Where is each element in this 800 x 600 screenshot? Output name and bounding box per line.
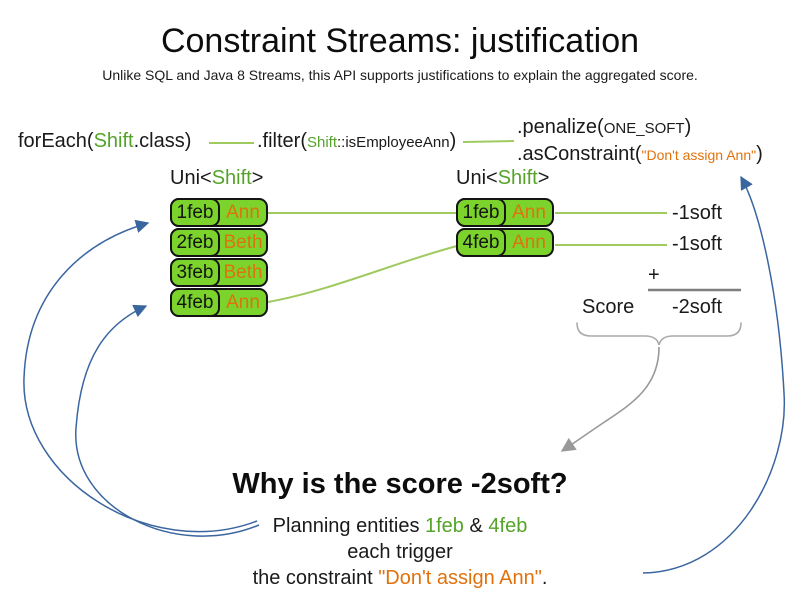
code-filter: .filter(Shift::isEmployeeAnn) bbox=[257, 130, 456, 153]
explanation-line3-post: . bbox=[541, 567, 548, 589]
table-row: 3feb Beth bbox=[170, 258, 268, 287]
code-asconstraint-pre: .asConstraint( bbox=[517, 143, 642, 165]
code-penalize-arg: ONE_SOFT bbox=[603, 120, 685, 137]
table-row: 2feb Beth bbox=[170, 228, 268, 257]
explanation-line3: the constraint "Don't assign Ann". bbox=[0, 565, 800, 591]
code-asconstraint-post: ) bbox=[756, 143, 763, 165]
code-foreach: forEach(Shift.class) bbox=[18, 130, 191, 153]
code-foreach-pre: forEach( bbox=[18, 130, 94, 152]
row-date: 4feb bbox=[456, 228, 506, 257]
code-penalize-post: ) bbox=[684, 116, 692, 138]
table-row: 4feb Ann bbox=[170, 288, 268, 317]
row-name: Ann bbox=[512, 201, 546, 223]
explanation-entity-4feb: 4feb bbox=[488, 515, 528, 537]
left-stream-label-type: Shift bbox=[211, 167, 252, 189]
code-asconstraint: .asConstraint("Don't assign Ann") bbox=[517, 143, 763, 166]
right-stream-label-post: > bbox=[537, 167, 550, 189]
right-stream-table: 1feb Ann 4feb Ann bbox=[456, 198, 554, 258]
page-subtitle: Unlike SQL and Java 8 Streams, this API … bbox=[102, 67, 698, 83]
left-stream-table: 1feb Ann 2feb Beth 3feb Beth 4feb Ann bbox=[170, 198, 268, 318]
row-date: 1feb bbox=[170, 198, 220, 227]
explanation-line1: Planning entities 1feb & 4feb bbox=[0, 513, 800, 539]
row-date: 3feb bbox=[170, 258, 220, 287]
left-stream-label: Uni<Shift> bbox=[170, 167, 263, 190]
row-name: Beth bbox=[223, 231, 263, 253]
left-stream-label-post: > bbox=[251, 167, 264, 189]
row-date: 4feb bbox=[170, 288, 220, 317]
table-row: 4feb Ann bbox=[456, 228, 554, 257]
row-name: Ann bbox=[226, 201, 260, 223]
row-date: 1feb bbox=[456, 198, 506, 227]
table-row: 1feb Ann bbox=[170, 198, 268, 227]
explanation-line1-mid: & bbox=[463, 515, 489, 537]
penalty-row1: -1soft bbox=[672, 202, 723, 224]
explanation-line2: each trigger bbox=[347, 541, 453, 563]
explanation-constraint-name: "Don't assign Ann" bbox=[378, 567, 542, 589]
row-date: 2feb bbox=[170, 228, 220, 257]
row-name: Ann bbox=[226, 291, 260, 313]
penalty-row2: -1soft bbox=[672, 233, 723, 255]
table-row: 1feb Ann bbox=[456, 198, 554, 227]
code-penalize-pre: .penalize( bbox=[517, 116, 604, 138]
explanation-entity-1feb: 1feb bbox=[425, 515, 464, 537]
row-name: Ann bbox=[512, 231, 546, 253]
code-filter-post: ) bbox=[449, 130, 457, 152]
explanation-heading: Why is the score -2soft? bbox=[232, 468, 568, 500]
left-stream-label-pre: Uni< bbox=[170, 167, 212, 189]
score-label: Score bbox=[582, 296, 635, 318]
right-stream-label-type: Shift bbox=[497, 167, 538, 189]
right-stream-label: Uni<Shift> bbox=[456, 167, 549, 190]
code-filter-method: ::isEmployeeAnn bbox=[337, 134, 450, 151]
explanation-line3-pre: the constraint bbox=[252, 567, 379, 589]
code-filter-type: Shift bbox=[307, 134, 338, 151]
code-foreach-post: .class) bbox=[133, 130, 192, 152]
explanation-block: Why is the score -2soft? Planning entiti… bbox=[0, 468, 800, 591]
code-asconstraint-arg: "Don't assign Ann" bbox=[641, 147, 757, 163]
sum-plus-sign: + bbox=[648, 264, 660, 286]
code-foreach-type: Shift bbox=[93, 130, 134, 152]
explanation-line1-pre: Planning entities bbox=[272, 515, 425, 537]
code-penalize: .penalize(ONE_SOFT) bbox=[517, 116, 691, 139]
right-stream-label-pre: Uni< bbox=[456, 167, 498, 189]
code-filter-pre: .filter( bbox=[257, 130, 307, 152]
row-name: Beth bbox=[223, 261, 263, 283]
page-title: Constraint Streams: justification bbox=[160, 22, 640, 60]
score-total: -2soft bbox=[672, 296, 723, 318]
